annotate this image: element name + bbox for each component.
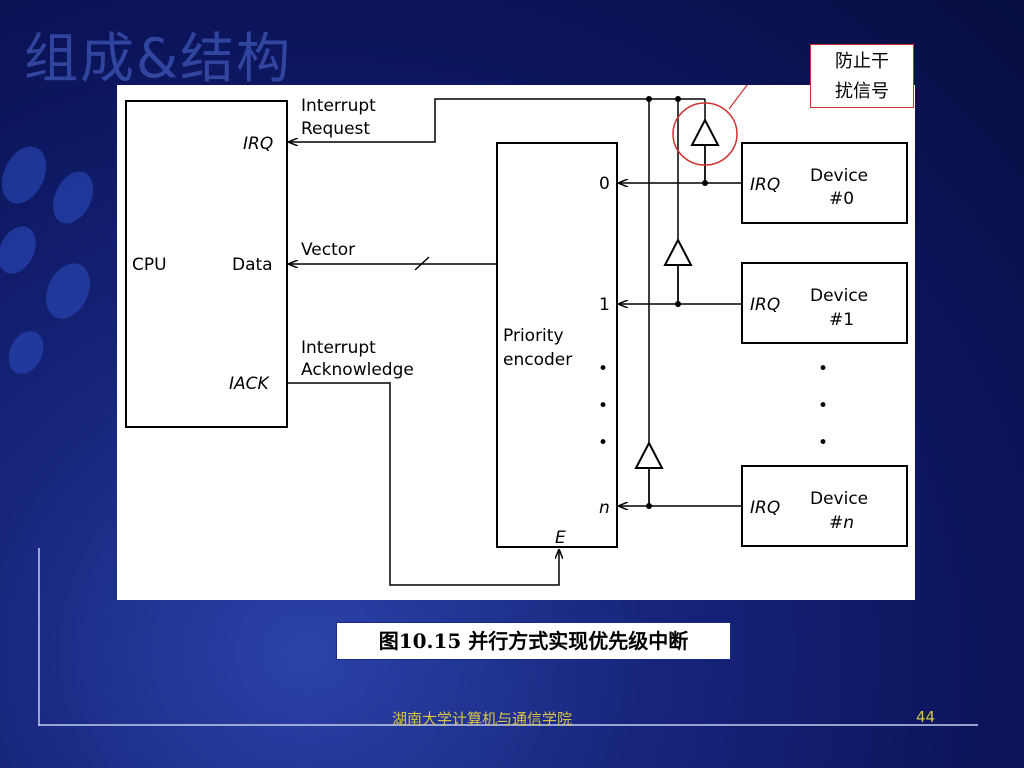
encoder-input-n: n <box>599 498 610 518</box>
decorative-blob <box>1 325 51 380</box>
callout-line-1: 防止干 <box>835 51 889 72</box>
cpu-iack-label: IACK <box>229 374 271 394</box>
interrupt-ack-label-2: Acknowledge <box>301 360 414 380</box>
interrupt-request-line <box>289 98 705 142</box>
device-n-irq: IRQ <box>750 498 780 518</box>
encoder-enable: E <box>555 528 566 548</box>
frame-line-horizontal <box>38 724 978 726</box>
callout-box: 防止干 扰信号 <box>810 44 914 108</box>
buffer-triangle-1 <box>663 237 693 266</box>
device-1-irq: IRQ <box>750 295 780 315</box>
encoder-dot: • <box>598 396 608 416</box>
cpu-label: CPU <box>132 255 167 275</box>
buffer-triangle-0 <box>690 117 720 146</box>
device-0-label-1: Device <box>810 166 868 186</box>
encoder-dot: • <box>598 359 608 379</box>
figure-caption: 图10.15 并行方式实现优先级中断 <box>336 622 731 660</box>
encoder-input-1: 1 <box>599 295 610 315</box>
encoder-dot: • <box>598 433 608 453</box>
decorative-blob <box>0 220 43 280</box>
interrupt-request-label-1: Interrupt <box>301 96 376 116</box>
encoder-label-1: Priority <box>503 326 564 346</box>
interrupt-request-label-2: Request <box>301 119 370 139</box>
page-number: 44 <box>916 708 936 726</box>
device-dot: • <box>818 433 828 453</box>
device-n-label-1: Device <box>810 489 868 509</box>
device-0-label-2: #0 <box>829 189 854 209</box>
device-1-label-1: Device <box>810 286 868 306</box>
device-dot: • <box>818 359 828 379</box>
decorative-blob <box>45 164 101 231</box>
buffer-triangle-n <box>634 440 664 469</box>
callout-line-2: 扰信号 <box>835 81 889 102</box>
interrupt-ack-label-1: Interrupt <box>301 338 376 358</box>
decorative-blob <box>0 139 55 211</box>
cpu-data-label: Data <box>232 255 273 275</box>
decorative-blob <box>37 256 99 326</box>
cpu-box <box>125 100 288 428</box>
device-dot: • <box>818 396 828 416</box>
cpu-irq-label: IRQ <box>243 134 273 154</box>
highlight-circle <box>672 102 738 166</box>
encoder-label-2: encoder <box>503 350 572 370</box>
interrupt-diagram: CPU IRQ Data IACK Interrupt Request Vect… <box>125 51 908 586</box>
vector-label: Vector <box>301 240 355 260</box>
footer-text: 湖南大学计算机与通信学院 <box>392 710 573 728</box>
diagram-panel: CPU IRQ Data IACK Interrupt Request Vect… <box>117 51 915 600</box>
decorative-title: 组成&结构 <box>24 27 293 90</box>
device-box-1 <box>741 262 908 344</box>
encoder-box <box>496 142 618 548</box>
callout-leader <box>728 51 810 110</box>
frame-line-vertical <box>38 548 40 726</box>
interrupt-ack-line <box>287 382 559 586</box>
device-0-irq: IRQ <box>750 175 780 195</box>
encoder-input-0: 0 <box>599 174 610 194</box>
device-1-label-2: #1 <box>829 310 854 330</box>
device-n-label-2: #n <box>829 513 854 533</box>
